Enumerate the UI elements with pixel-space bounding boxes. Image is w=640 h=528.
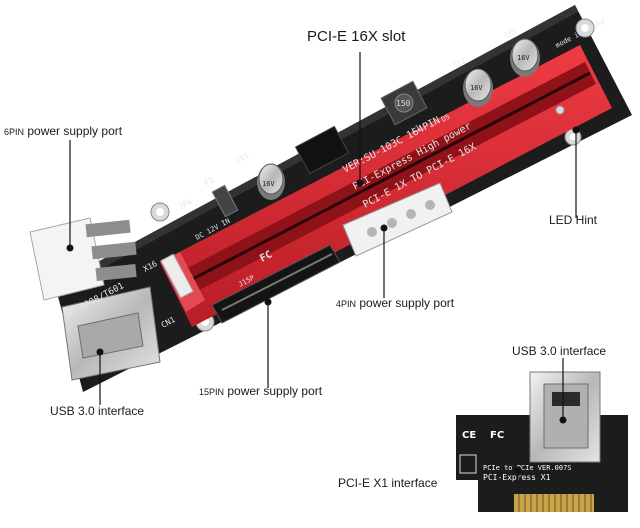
pcie-x1-gold-fingers [514,494,594,512]
pcie-6pin-connector [29,217,137,301]
board-jp4: JP4 [177,197,194,212]
capacitor-ce1 [257,163,285,200]
label-15pin-prefix: 15PIN [199,387,225,397]
label-4pin-power: 4PIN power supply port [336,296,454,311]
board-fc-mark: FC [258,249,274,264]
weee-bin-icon [459,454,477,474]
board-ce1: CE1 [235,152,250,165]
label-led-hint: LED Hint [549,213,598,227]
usb30-port-main [61,286,161,381]
capacitor-ce2 [463,68,493,107]
label-6pin-power: 6PIN power supply port [4,124,122,139]
adapter-small-line1: PCIe to PCIe VER.007S [483,464,572,472]
label-pcie-x1: PCI-E X1 interface [338,476,438,490]
capacitor-ce3 [510,38,540,77]
label-usb30-main: USB 3.0 interface [50,404,145,418]
label-4pin-prefix: 4PIN [336,299,357,309]
cap-value-ce2: 16V [470,84,483,92]
label-15pin-power: 15PIN power supply port [199,384,322,399]
board-d5: D5 [440,113,451,124]
inductor-value: 150 [396,99,411,108]
adapter-fc-mark: FC [490,430,504,441]
cap-value-ce3: 16V [517,54,530,62]
cap-value-ce1: 16V [262,180,275,188]
usb30-port-adapter [529,371,601,463]
label-usb30-adapter: USB 3.0 interface [512,344,607,358]
board-l1: L1 [410,124,421,135]
pcie-x1-adapter-board: CE FC PCIe to PCIe VER.007S PCI-Express … [456,371,628,512]
sata-15pin-connector [211,244,341,324]
standoff-post [160,253,194,299]
fuse-f1 [211,184,239,218]
molex-4pin-connector [342,182,453,257]
label-4pin-suffix: power supply port [356,296,455,310]
label-6pin-prefix: 6PIN [4,127,25,137]
label-pcie16x-slot: PCI-E 16X slot [307,28,406,45]
controller-chip [294,125,350,175]
label-6pin-suffix: power supply port [24,124,123,138]
board-f1: F1 [203,175,216,188]
led-indicator [555,105,565,115]
callout-dots [66,126,580,474]
adapter-small-line2: PCI-Express X1 [483,473,551,482]
callout-lines [69,52,577,484]
label-15pin-suffix: power supply port [224,384,323,398]
adapter-ce-mark: CE [462,430,476,441]
inductor-l1 [380,80,428,126]
main-riser-board: PCI-E 1X TO PCI-E 16X PCI-Express High p… [29,5,632,392]
